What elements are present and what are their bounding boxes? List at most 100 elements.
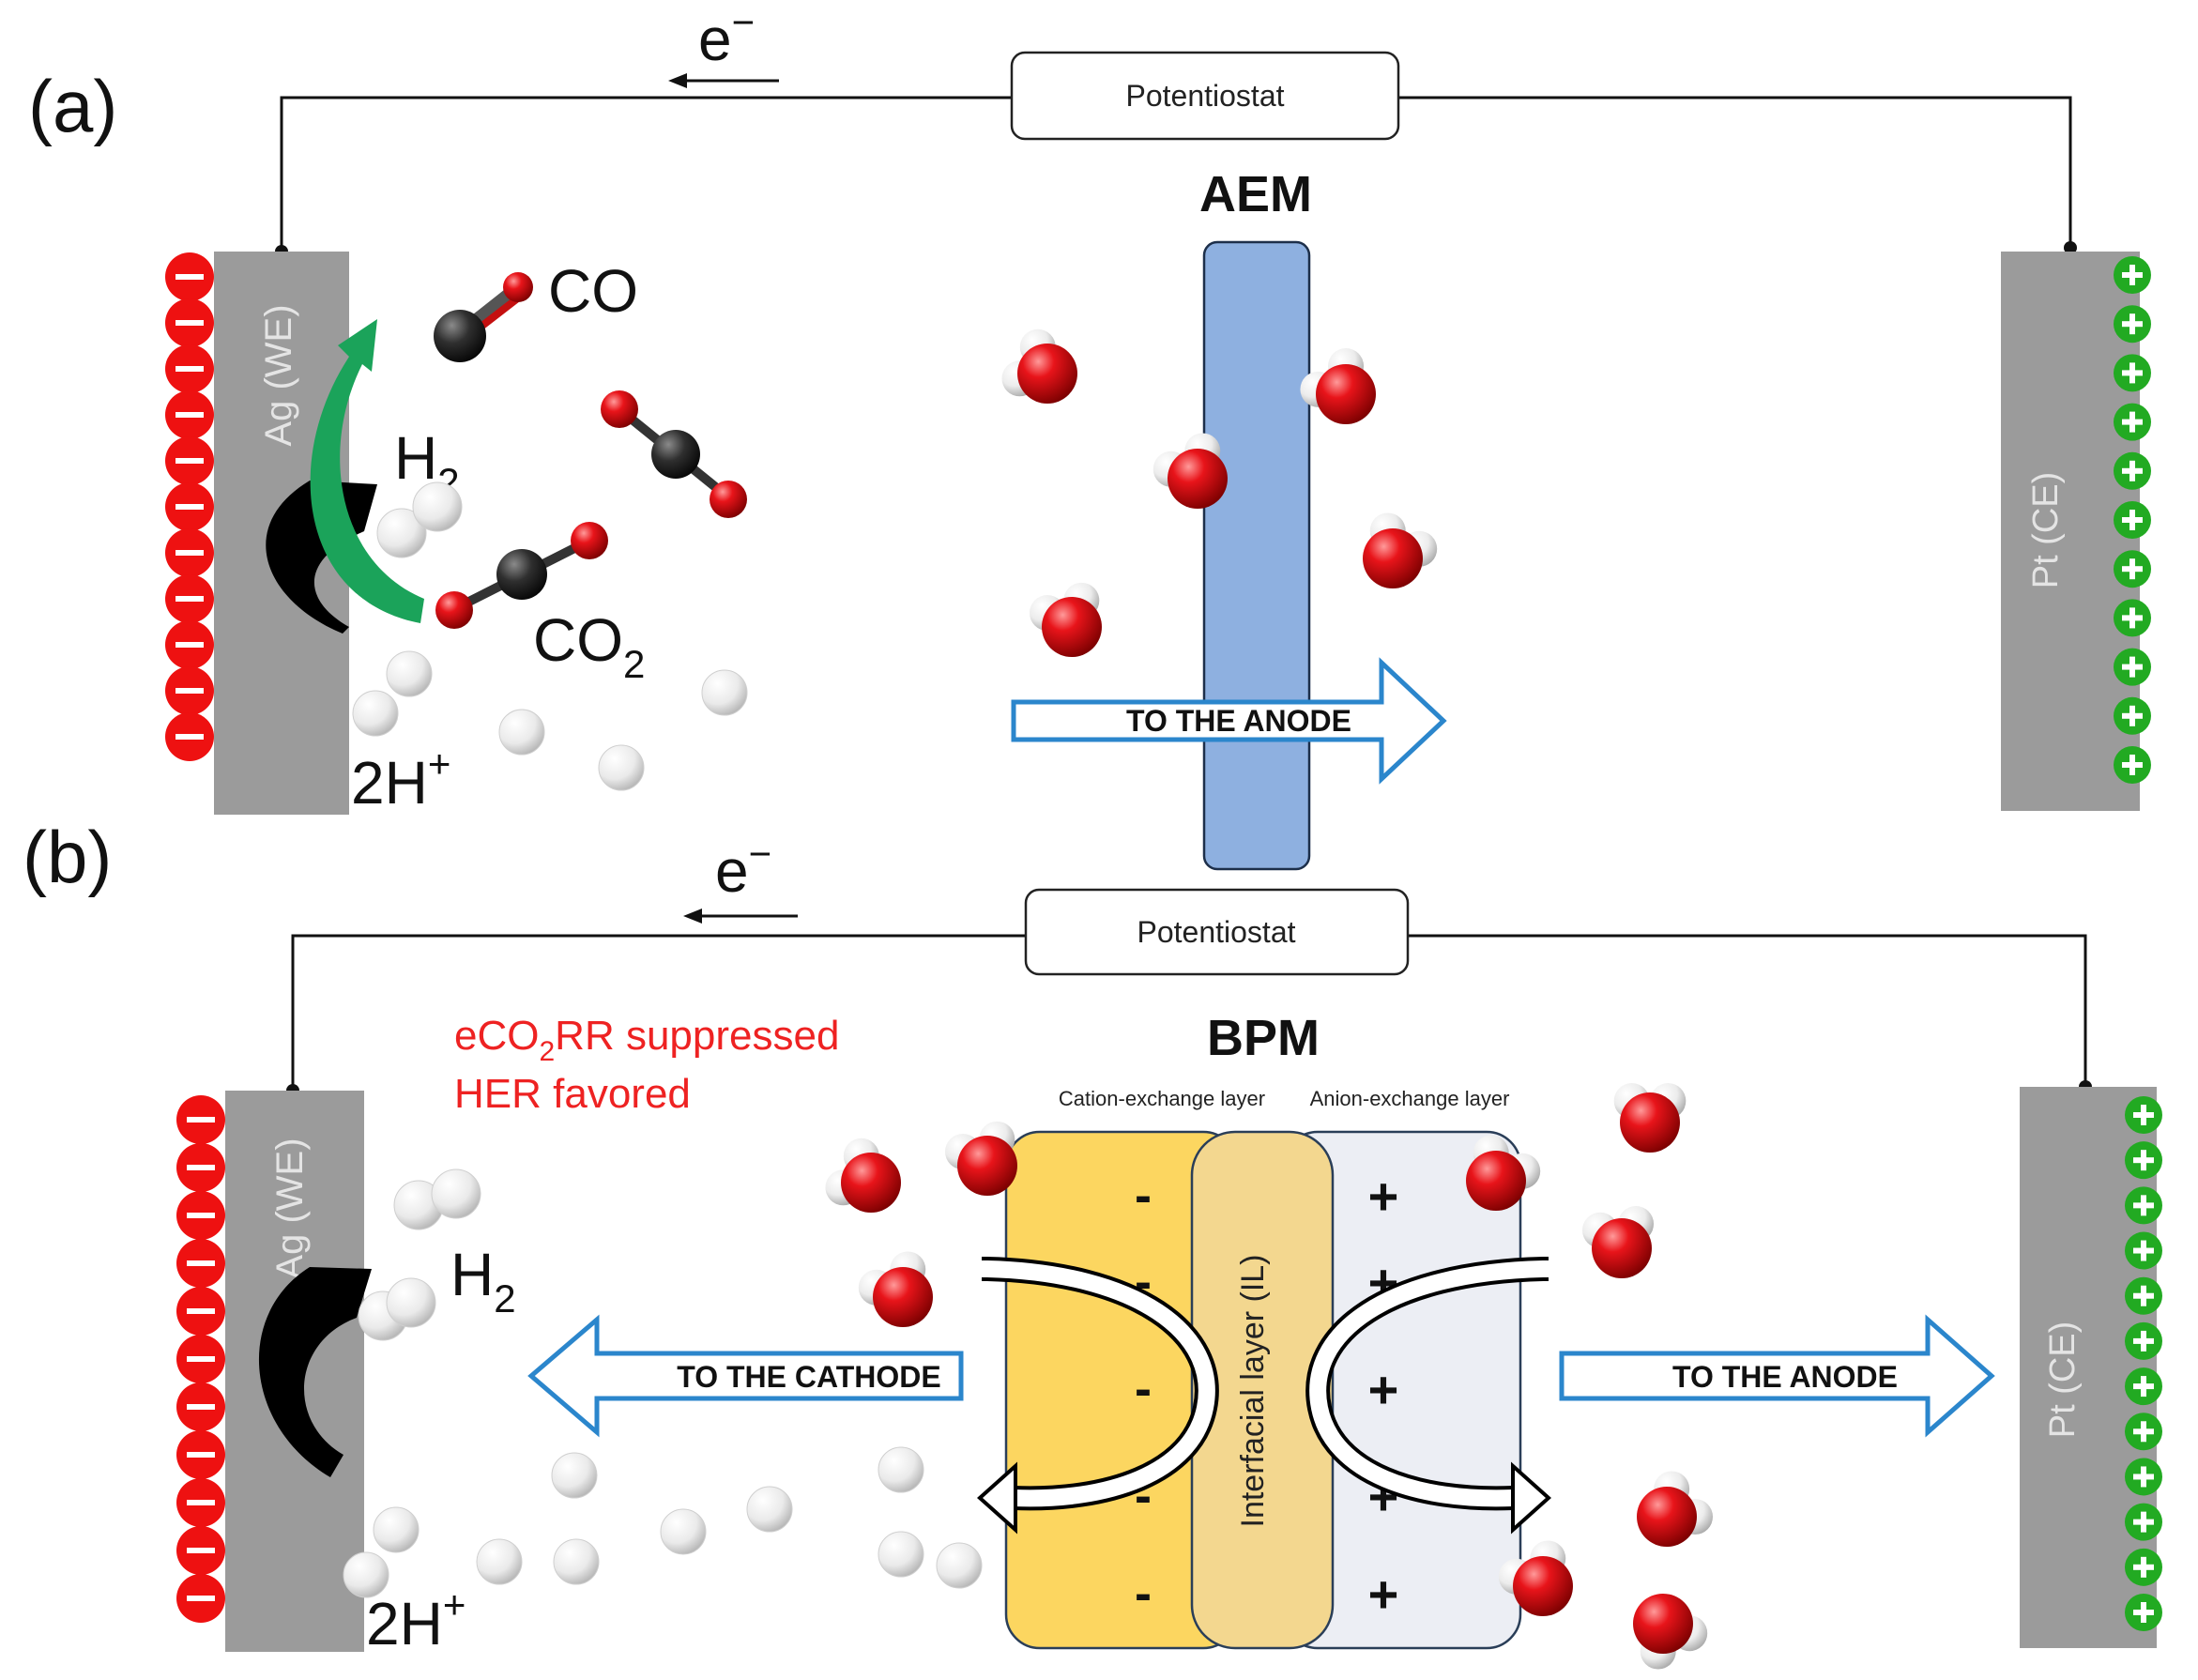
water-molecule-icon: [825, 1138, 901, 1213]
panel-a: (a) Potentiostat e− Ag (WE) Pt (CE) AEM …: [28, 0, 2151, 871]
negative-charges-a: [165, 252, 214, 761]
charge-bar-vertical: [2141, 1105, 2146, 1125]
charge-bar-vertical: [2141, 1421, 2146, 1443]
potentiostat-label-a: Potentiostat: [1126, 79, 1285, 113]
co2rr-curved-arrow-a: [310, 319, 424, 623]
charge-bar: [176, 642, 204, 648]
charge-bar-vertical: [2129, 460, 2135, 481]
we-label-a: Ag (WE): [258, 304, 299, 446]
charge-bar: [176, 320, 204, 326]
charge-bar-vertical: [2129, 313, 2135, 335]
hydrogen-ion-icon: [598, 744, 645, 791]
charge-bar-vertical: [2141, 1556, 2146, 1578]
charge-bar: [176, 688, 204, 694]
charge-bar: [187, 1596, 215, 1601]
cation-fixed-charge: -: [1135, 1168, 1152, 1224]
ce-label-b: Pt (CE): [2043, 1321, 2083, 1439]
charge-bar-vertical: [2141, 1602, 2146, 1623]
water-molecule-icon: [1152, 433, 1228, 509]
charge-bar: [176, 550, 204, 556]
to-cathode-arrow-b: [527, 1314, 964, 1438]
charge-bar-vertical: [2141, 1376, 2146, 1397]
charge-bar: [176, 458, 204, 464]
to-anode-arrow-b: [1559, 1314, 1995, 1438]
panel-a-label: (a): [28, 65, 117, 147]
water-molecule-icon: [1498, 1540, 1573, 1616]
suppression-note-line1: eCO2RR suppressed: [454, 1013, 839, 1067]
charge-bar-vertical: [2141, 1240, 2146, 1261]
negative-charges-b: [176, 1095, 225, 1623]
aem-label: AEM: [1199, 166, 1312, 222]
co-label: CO: [548, 257, 638, 325]
hydrogen-ion-icon: [701, 669, 748, 716]
potentiostat-box-b: [1024, 888, 1410, 976]
electron-label-a: e−: [698, 0, 755, 73]
charge-bar-vertical: [2129, 265, 2135, 285]
electron-arrow-head-b: [683, 909, 702, 924]
hydrogen-ion-icon: [936, 1542, 983, 1589]
hydrogen-ion-icon: [878, 1446, 924, 1493]
charge-bar: [176, 734, 204, 740]
hydrogen-ion-icon: [412, 481, 463, 532]
hydrogen-ion-icon: [476, 1538, 523, 1585]
positive-charges-b: [2125, 1096, 2162, 1631]
to-anode-arrow-a: [1011, 657, 1447, 785]
anion-layer-label: Anion-exchange layer: [1310, 1087, 1510, 1110]
electron-label-b: e−: [715, 832, 771, 905]
charge-bar: [176, 274, 204, 280]
h2-label-b: H2: [450, 1241, 516, 1321]
charge-bar: [187, 1548, 215, 1553]
proton-label-b: 2H+: [366, 1582, 466, 1657]
wire-node-ce-a: [2064, 241, 2077, 254]
circuit-wire-b: [291, 934, 2087, 1089]
water-molecule-icon: [1466, 1135, 1541, 1211]
water-molecule-icon: [1300, 348, 1376, 424]
hydrogen-ion-icon: [746, 1486, 793, 1533]
charge-bar: [187, 1213, 215, 1218]
hydrogen-ion-icon: [343, 1551, 389, 1598]
we-label-b: Ag (WE): [269, 1138, 311, 1279]
water-molecule-icon: [1581, 1206, 1655, 1278]
anion-fixed-charge: +: [1368, 1565, 1399, 1624]
water-molecule-icon: [1633, 1594, 1708, 1670]
hydrogen-particles-a: [352, 481, 748, 791]
hydrogen-ion-icon: [386, 1277, 436, 1328]
water-molecule-icon: [1613, 1083, 1687, 1153]
charge-bar-vertical: [2129, 607, 2135, 629]
water-molecules-b: [825, 1083, 1713, 1670]
charge-bar-vertical: [2129, 656, 2135, 678]
hydrogen-ion-icon: [551, 1452, 598, 1499]
interfacial-layer: [1190, 1130, 1335, 1650]
charge-bar-vertical: [2141, 1511, 2146, 1533]
to-anode-label-a: TO THE ANODE: [1126, 704, 1351, 738]
hydrogen-ion-icon: [373, 1506, 420, 1553]
charge-bar: [187, 1260, 215, 1266]
charge-bar: [187, 1404, 215, 1410]
hydrogen-ion-icon: [498, 709, 545, 756]
hydrogen-ion-icon: [352, 690, 399, 737]
charge-bar-vertical: [2129, 510, 2135, 530]
circuit-wire-a: [280, 96, 2072, 249]
charge-bar: [187, 1165, 215, 1170]
water-molecule-icon: [858, 1251, 933, 1327]
charge-bar: [187, 1117, 215, 1123]
charge-bar: [176, 504, 204, 510]
suppression-note-line2: HER favored: [454, 1071, 691, 1117]
charge-bar-vertical: [2141, 1330, 2146, 1352]
cation-fixed-charge: -: [1135, 1565, 1152, 1622]
water-molecule-icon: [1001, 328, 1077, 404]
charge-bar-vertical: [2129, 705, 2135, 726]
ce-label-a: Pt (CE): [2026, 472, 2066, 589]
charge-bar: [187, 1308, 215, 1314]
potentiostat-label-b: Potentiostat: [1137, 915, 1296, 949]
anion-fixed-charge: +: [1368, 1167, 1399, 1226]
water-dissociation-arrow-left: [977, 1257, 1219, 1535]
charge-bar: [187, 1500, 215, 1505]
panel-b: (b) Potentiostat e− Ag (WE) Pt (CE) eCO2…: [23, 816, 2162, 1670]
co2-molecule-2: [435, 522, 608, 629]
cation-layer-label: Cation-exchange layer: [1059, 1087, 1265, 1110]
hydrogen-ion-icon: [386, 650, 433, 697]
hydrogen-particles-b: [343, 1168, 983, 1598]
to-anode-label-b: TO THE ANODE: [1672, 1360, 1898, 1394]
